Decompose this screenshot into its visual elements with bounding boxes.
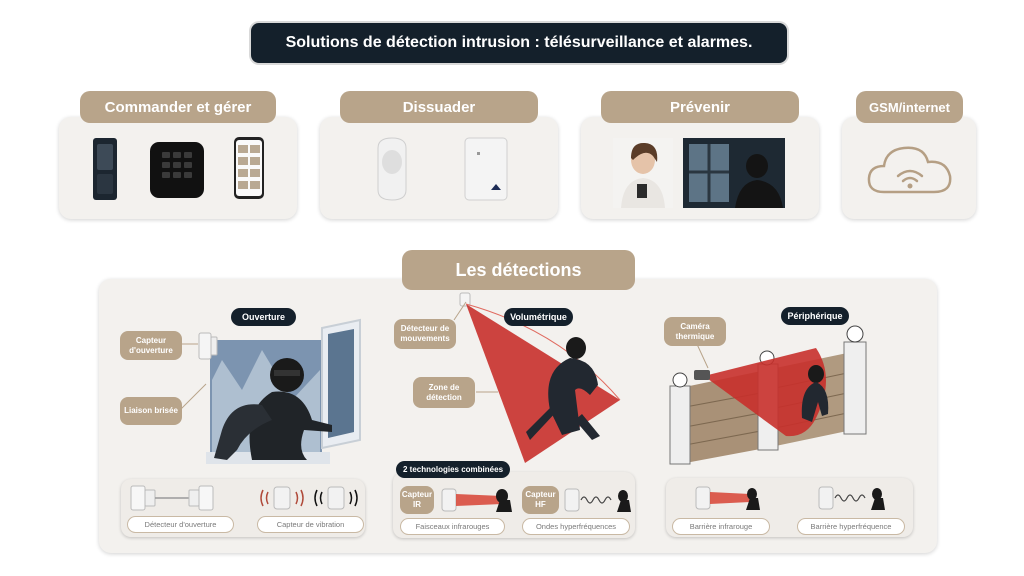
keypad-icon — [93, 138, 117, 200]
detections-title: Les détections — [402, 250, 635, 290]
bubble-liaison-brisee: Liaison brisée — [120, 397, 182, 425]
connector-lines-volumetrique — [453, 301, 498, 393]
label-ouverture: Ouverture — [231, 308, 296, 326]
bubble-capteur-ir: Capteur IR — [400, 486, 434, 514]
label-volumetrique: Volumétrique — [504, 308, 573, 326]
microwave-wave-icon — [564, 488, 631, 512]
pill-commander: Commander et gérer — [80, 91, 276, 123]
microwave-barrier-icon — [818, 486, 885, 510]
connector-lines-ouverture — [179, 343, 207, 411]
bubble-camera-thermique: Caméra thermique — [664, 317, 726, 346]
siren-icon — [464, 137, 508, 201]
caption-barriere-infrarouge: Barrière infrarouge — [672, 518, 770, 535]
card-gsm — [842, 117, 976, 219]
bubble-detecteur-mouvements: Détecteur de mouvements — [394, 319, 456, 349]
bubble-capteur-hf: Capteur HF — [522, 486, 559, 514]
label-2-technologies: 2 technologies combinées — [396, 461, 510, 478]
pill-prevenir: Prévenir — [601, 91, 799, 123]
pill-gsm: GSM/internet — [856, 91, 963, 123]
card-dissuader — [320, 117, 558, 219]
caption-capteur-vibration: Capteur de vibration — [257, 516, 364, 533]
bubble-zone-detection: Zone de détection — [413, 377, 475, 408]
label-peripherique: Périphérique — [781, 307, 849, 325]
infrared-barrier-icon — [695, 486, 760, 510]
motion-sensor-icon — [377, 137, 407, 201]
caption-ondes-hyperfrequences: Ondes hyperfréquences — [522, 518, 630, 535]
infrared-beam-icon — [441, 488, 512, 512]
intruder-window-photo — [683, 138, 785, 208]
smartphone-icon — [234, 137, 264, 199]
opening-detector-icon — [130, 485, 214, 511]
caption-detecteur-ouverture: Détecteur d'ouverture — [127, 516, 234, 533]
opening-sensor-icon — [198, 332, 218, 360]
keypad-black-icon — [150, 142, 204, 198]
vibration-sensor-icon — [260, 486, 358, 510]
connector-line-camera — [695, 341, 709, 369]
pill-dissuader: Dissuader — [340, 91, 538, 123]
cloud-wifi-icon — [867, 146, 952, 194]
page-title: Solutions de détection intrusion : télés… — [251, 23, 787, 63]
bubble-capteur-ouverture: Capteur d'ouverture — [120, 331, 182, 360]
caption-faisceaux-infrarouges: Faisceaux infrarouges — [400, 518, 505, 535]
fence-scene — [669, 325, 867, 465]
window-scene — [206, 318, 361, 464]
volumetric-scene — [459, 292, 621, 463]
caption-barriere-hyperfrequence: Barrière hyperfréquence — [797, 518, 905, 535]
woman-phone-photo — [613, 138, 673, 208]
